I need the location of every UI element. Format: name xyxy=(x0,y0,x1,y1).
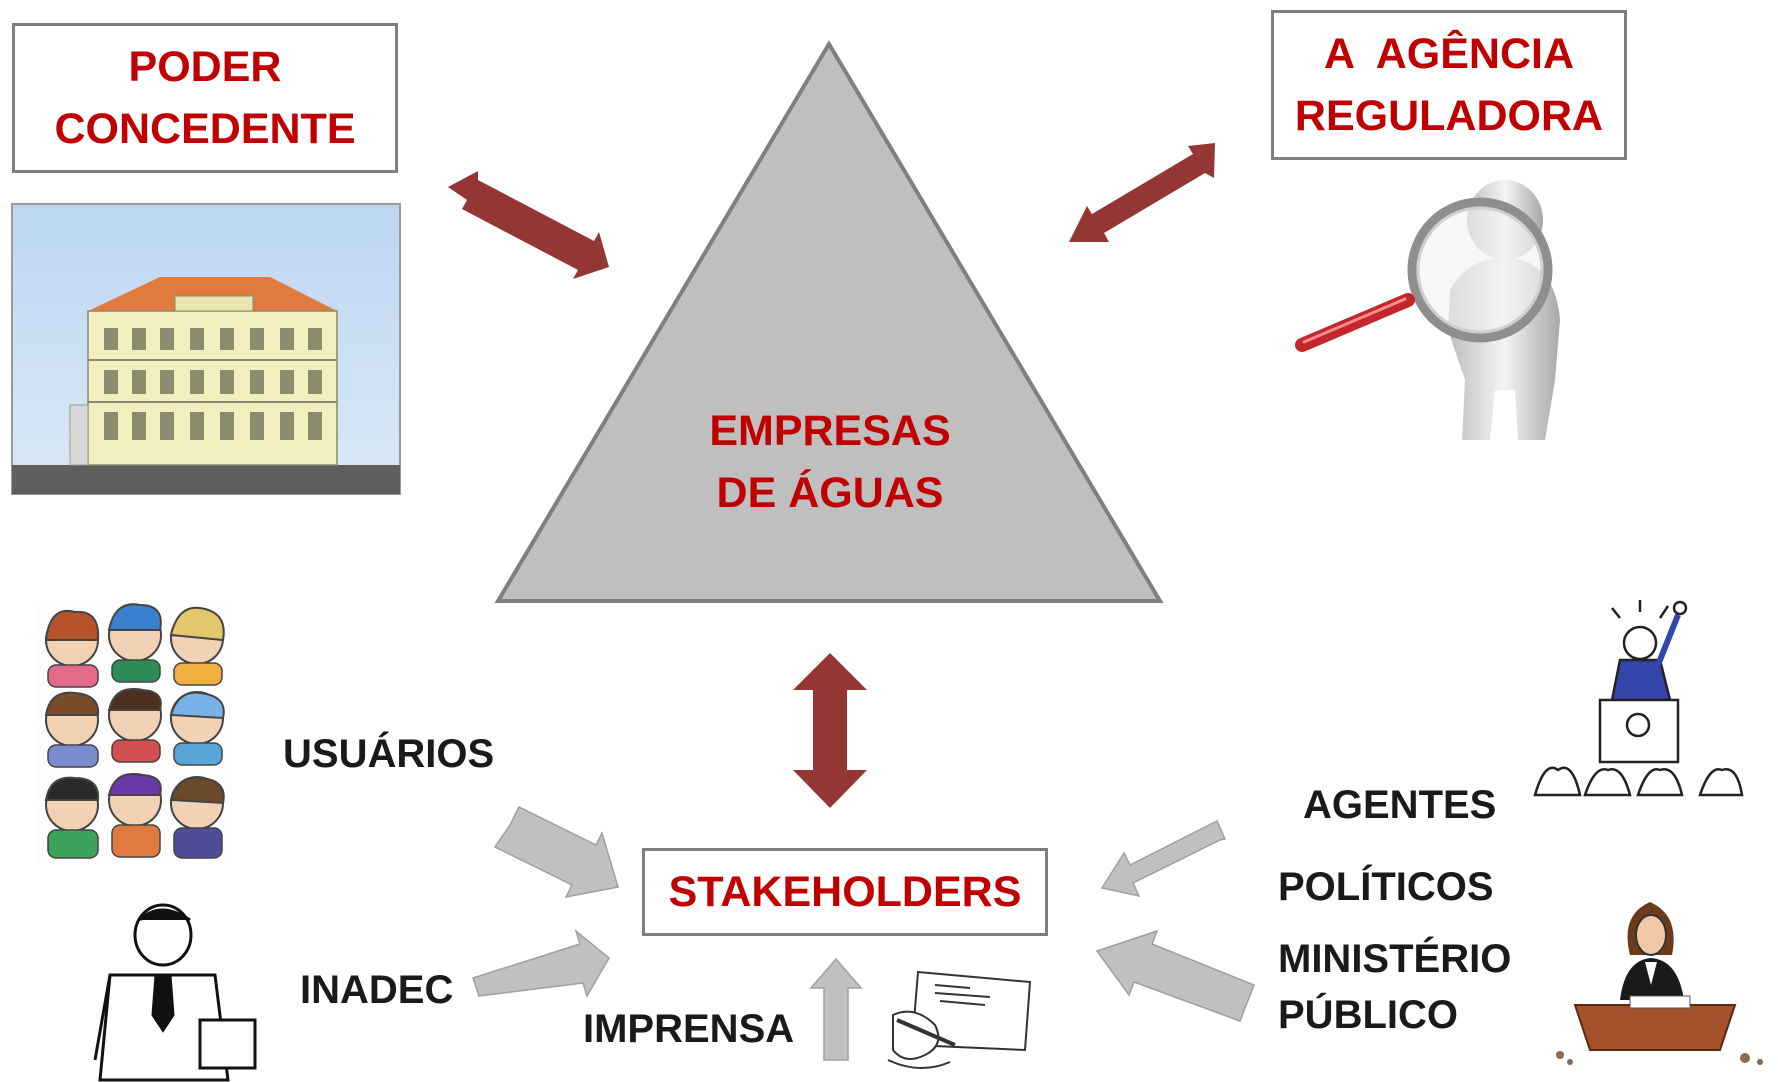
agencia-reguladora-box: A AGÊNCIA REGULADORA xyxy=(1271,10,1627,160)
poder-concedente-box: PODER CONCEDENTE xyxy=(12,23,398,173)
double-arrow-right-red xyxy=(1069,143,1215,242)
label-usuarios: USUÁRIOS xyxy=(283,732,495,776)
prosecutor-desk-icon xyxy=(1556,902,1763,1065)
arrow-imprensa-to-stakeholders xyxy=(809,957,863,1061)
stakeholders-label: STAKEHOLDERS xyxy=(668,867,1022,916)
poder-concedente-line1: PODER xyxy=(128,43,282,91)
agencia-reguladora-line1: A AGÊNCIA xyxy=(1323,30,1575,78)
person-with-tie-icon xyxy=(93,903,257,1082)
users-crowd-icon xyxy=(36,603,232,863)
label-ministerio: MINISTÉRIO xyxy=(1278,937,1512,981)
triangle-label-line2: DE ÁGUAS xyxy=(716,469,944,517)
label-politicos: POLÍTICOS xyxy=(1278,865,1494,909)
label-publico: PÚBLICO xyxy=(1278,993,1458,1037)
label-imprensa: IMPRENSA xyxy=(583,1007,795,1051)
arrow-ministerio-to-stakeholders xyxy=(1095,929,1255,1022)
arrow-usuarios-to-stakeholders xyxy=(493,805,619,899)
poder-concedente-line2: CONCEDENTE xyxy=(54,105,356,153)
press-drawing-hand-icon xyxy=(887,970,1032,1070)
double-arrow-left-red xyxy=(448,171,609,279)
label-inadec: INADEC xyxy=(300,968,454,1012)
central-triangle xyxy=(494,40,1164,603)
triangle-label-line1: EMPRESAS xyxy=(709,407,951,455)
label-agentes: AGENTES xyxy=(1303,783,1497,827)
double-arrow-vertical-red xyxy=(793,653,867,808)
politician-speaker-icon xyxy=(1533,600,1744,797)
arrow-agentes-to-stakeholders xyxy=(1100,819,1227,898)
triangle-label: EMPRESAS DE ÁGUAS xyxy=(630,400,1030,524)
stakeholders-box: STAKEHOLDERS xyxy=(642,848,1048,936)
magnifier-person-icon xyxy=(1295,180,1560,440)
arrow-inadec-to-stakeholders xyxy=(472,928,610,998)
government-building-icon xyxy=(11,203,401,495)
agencia-reguladora-line2: REGULADORA xyxy=(1294,92,1604,140)
